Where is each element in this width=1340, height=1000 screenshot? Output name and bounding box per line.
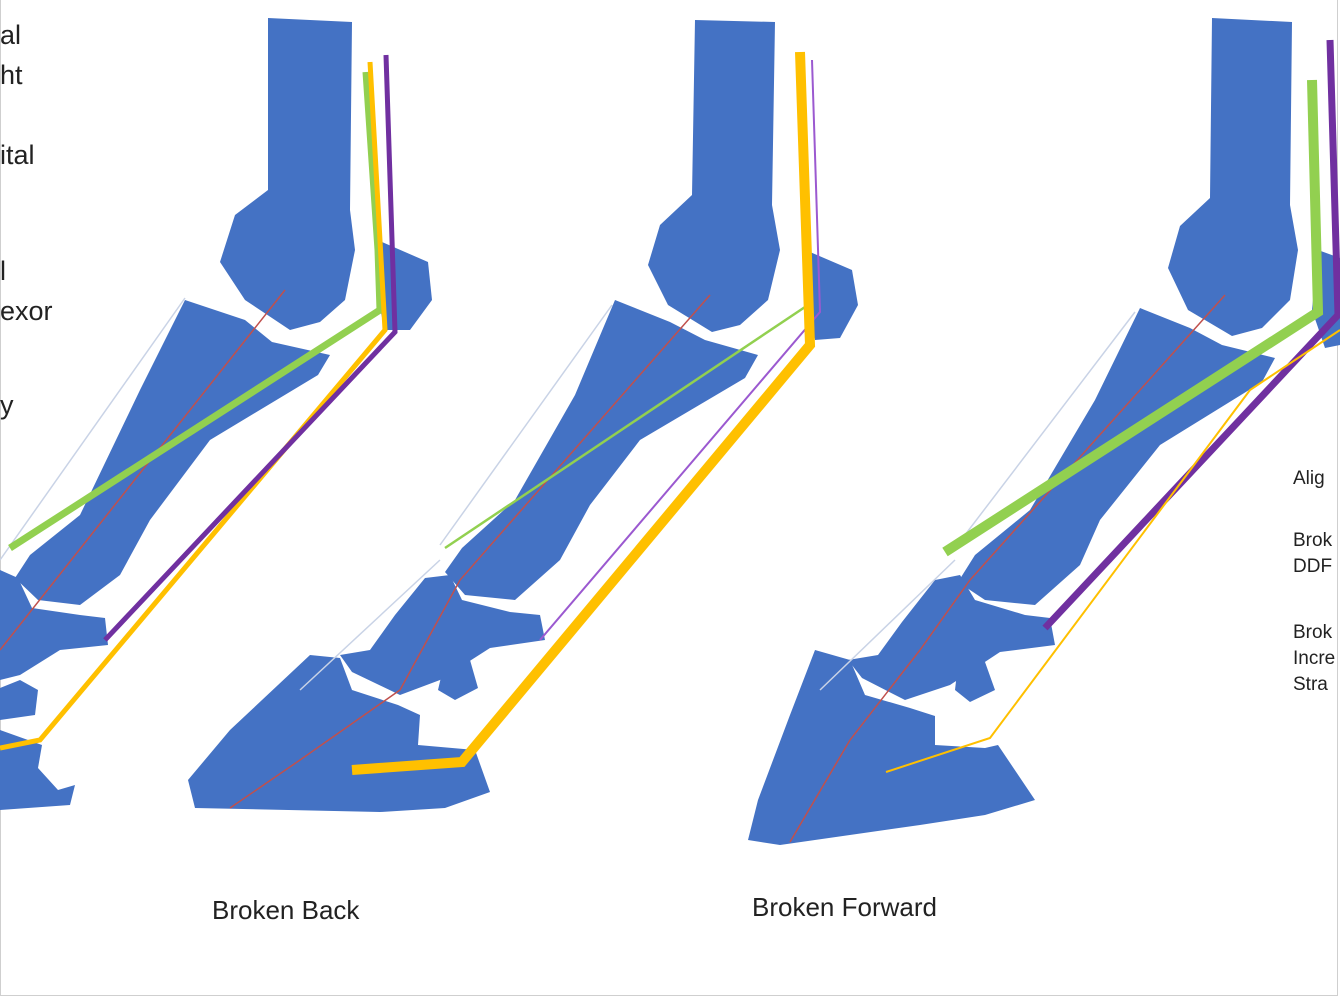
cannon-bone xyxy=(1168,18,1298,336)
left-legend-fragment-4: l xyxy=(0,256,6,287)
long-pastern-bone xyxy=(958,308,1275,605)
long-pastern-bone xyxy=(445,300,758,600)
left-legend-fragment-2: ht xyxy=(0,60,23,91)
caption-broken-back: Broken Back xyxy=(212,895,359,926)
cannon-bone xyxy=(220,18,355,330)
left-legend-fragment-3: ital xyxy=(0,140,35,171)
right-legend-fragment-5: Incre xyxy=(1293,646,1335,671)
sesamoid-bone xyxy=(808,252,858,340)
left-legend-fragment-1: al xyxy=(0,20,21,51)
navicular-bone xyxy=(438,660,478,700)
right-legend-fragment-3: DDF xyxy=(1293,554,1332,579)
caption-broken-forward: Broken Forward xyxy=(752,892,937,923)
leg-broken-forward xyxy=(748,18,1340,845)
right-legend-fragment-2: Brok xyxy=(1293,528,1332,553)
left-legend-fragment-5: exor xyxy=(0,296,53,327)
navicular-bone xyxy=(955,662,995,702)
cannon-bone xyxy=(648,20,780,332)
right-legend-fragment-6: Stra xyxy=(1293,672,1328,697)
left-legend-fragment-6: y xyxy=(0,390,14,421)
leg-aligned xyxy=(0,18,432,810)
navicular-bone xyxy=(0,680,38,720)
right-legend-fragment-1: Alig xyxy=(1293,466,1325,491)
right-legend-fragment-4: Brok xyxy=(1293,620,1332,645)
bone-axis xyxy=(0,290,285,650)
